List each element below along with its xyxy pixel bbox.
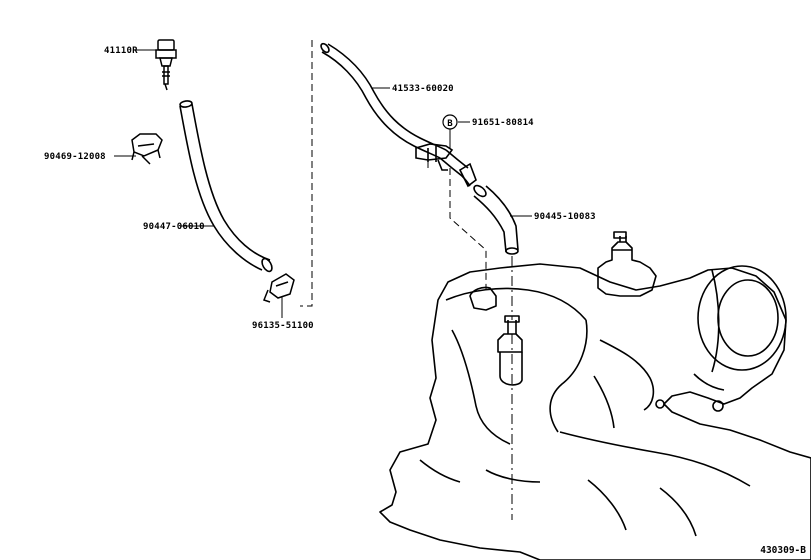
callout-91651-80814: 91651-80814 [472, 118, 534, 128]
callout-90447-06010: 90447-06010 [143, 222, 205, 232]
hose-clip-part [131, 133, 163, 165]
callout-41110r: 41110R [104, 46, 138, 56]
reference-marker-b: B [442, 114, 458, 130]
assembly-guide-lines [300, 40, 513, 520]
vent-hose-part [179, 100, 273, 273]
callout-41533-60020: 41533-60020 [392, 84, 454, 94]
callout-90445-10083: 90445-10083 [534, 212, 596, 222]
transfer-case-housing [379, 231, 811, 560]
hose-clamp-part [263, 273, 295, 303]
elbow-hose-part [473, 184, 519, 255]
vent-valve-part [155, 39, 177, 91]
leader-lines [114, 49, 532, 318]
callout-96135-51100: 96135-51100 [252, 321, 314, 331]
figure-id: 430309-B [760, 545, 806, 556]
reference-marker-letter: B [447, 119, 453, 129]
callout-90469-12008: 90469-12008 [44, 152, 106, 162]
breather-pipe-part [320, 42, 477, 188]
